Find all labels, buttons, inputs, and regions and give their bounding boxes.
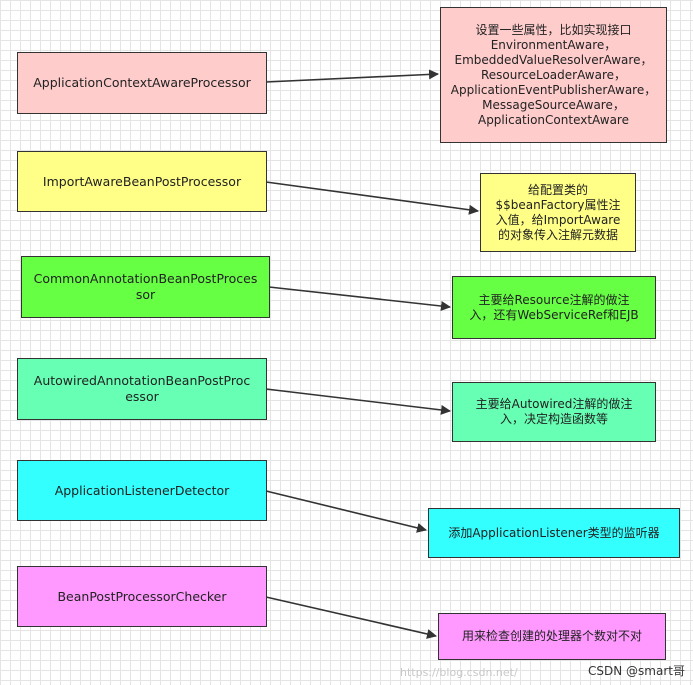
faint-watermark: https://blog.csdn.net/ — [400, 666, 518, 679]
note-text: 给配置类的 $$beanFactory属性注 入值，给ImportAware 的… — [495, 182, 621, 242]
arrow-4 — [265, 388, 451, 415]
processor-box-application-context-aware: ApplicationContextAwareProcessor — [17, 52, 267, 114]
processor-box-autowired-annotation: AutowiredAnnotationBeanPostProc essor — [17, 358, 267, 420]
csdn-watermark: CSDN @smart哥 — [588, 664, 685, 678]
note-box-checker: 用来检查创建的处理器个数对不对 — [438, 613, 666, 660]
arrow-6 — [265, 596, 437, 639]
note-text: 设置一些属性，比如实现接口 EnvironmentAware， Embedded… — [450, 22, 657, 127]
arrow-3 — [268, 286, 451, 311]
processor-box-application-listener-detector: ApplicationListenerDetector — [17, 460, 267, 521]
arrow-1 — [265, 69, 439, 83]
note-text: 添加ApplicationListener类型的监听器 — [448, 525, 660, 540]
processor-label: ApplicationListenerDetector — [54, 482, 230, 498]
processor-box-common-annotation: CommonAnnotationBeanPostProces sor — [21, 256, 270, 318]
note-text: 用来检查创建的处理器个数对不对 — [461, 629, 642, 643]
note-box-autowired-injection: 主要给Autowired注解的做注 入，决定构造函数等 — [452, 382, 656, 442]
note-box-resource-injection: 主要给Resource注解的做注 入，还有WebServiceRef和EJB — [452, 276, 656, 339]
processor-box-bean-post-processor-checker: BeanPostProcessorChecker — [17, 566, 267, 627]
processor-label: CommonAnnotationBeanPostProces sor — [33, 271, 258, 302]
arrow-5 — [265, 490, 427, 533]
arrow-2 — [265, 181, 479, 215]
note-box-aware-interfaces: 设置一些属性，比如实现接口 EnvironmentAware， Embedded… — [440, 7, 667, 143]
processor-label: AutowiredAnnotationBeanPostProc essor — [33, 373, 251, 404]
note-box-listener: 添加ApplicationListener类型的监听器 — [428, 508, 680, 558]
processor-box-import-aware: ImportAwareBeanPostProcessor — [17, 151, 267, 212]
note-text: 主要给Resource注解的做注 入，还有WebServiceRef和EJB — [469, 292, 639, 322]
processor-label: ApplicationContextAwareProcessor — [33, 75, 251, 91]
note-box-import-aware: 给配置类的 $$beanFactory属性注 入值，给ImportAware 的… — [480, 173, 636, 252]
processor-label: ImportAwareBeanPostProcessor — [42, 173, 242, 189]
processor-label: BeanPostProcessorChecker — [57, 588, 227, 604]
note-text: 主要给Autowired注解的做注 入，决定构造函数等 — [475, 397, 633, 426]
